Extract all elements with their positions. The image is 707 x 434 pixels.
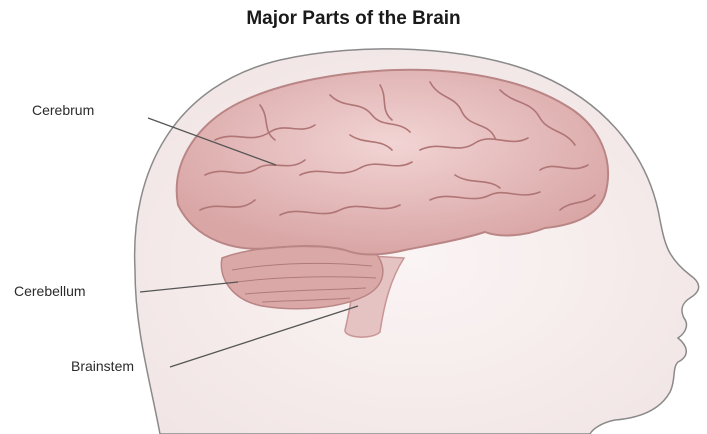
cerebellum-label: Cerebellum <box>14 283 86 299</box>
cerebrum-label: Cerebrum <box>32 102 94 118</box>
brainstem-label: Brainstem <box>71 358 134 374</box>
